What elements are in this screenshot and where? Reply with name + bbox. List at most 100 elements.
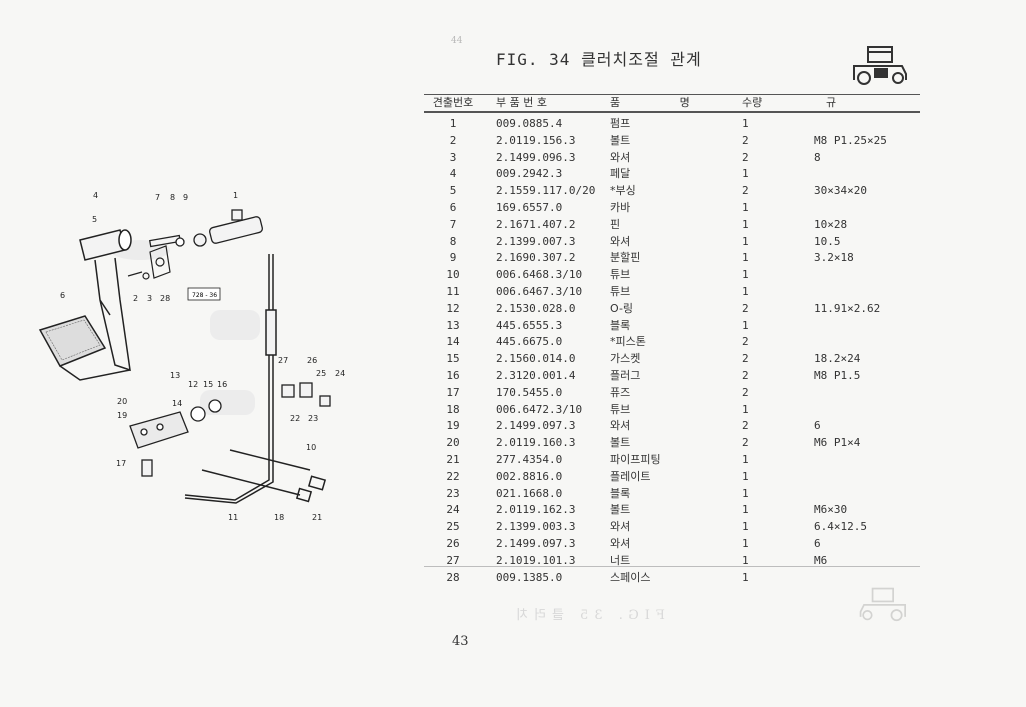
cell-spec: M8 P1.5 — [814, 368, 861, 382]
cell-qty: 1 — [742, 503, 749, 517]
cell-spec: 8 — [814, 150, 821, 164]
diagram-code-box — [187, 287, 221, 301]
master-cylinder-part — [148, 209, 263, 248]
cell-spec: 30×34×20 — [814, 184, 867, 198]
cell-no: 23 — [446, 486, 460, 500]
callout-28: 28 — [160, 294, 170, 303]
cell-spec — [800, 267, 920, 284]
table-top-rule — [424, 94, 920, 95]
callout-27: 27 — [278, 356, 288, 365]
cell-name: 파이프피팅 — [610, 452, 661, 466]
page-corner-mark: 44 — [451, 36, 463, 46]
cell-spec: 11.91×2.62 — [814, 301, 881, 315]
cell-qty: 1 — [742, 117, 749, 130]
cell-qty: 1 — [742, 284, 749, 298]
cell-qty: 1 — [742, 570, 749, 584]
cell-name: 와셔 — [610, 419, 631, 433]
page-number: 43 — [452, 634, 469, 649]
cell-spec — [800, 385, 920, 402]
cell-spec — [800, 166, 920, 183]
cell-qty: 1 — [742, 469, 749, 483]
callout-19: 19 — [117, 411, 127, 420]
cell-spec: 3.2×18 — [814, 251, 854, 265]
cell-qty: 1 — [742, 268, 749, 282]
cell-spec: M6 — [814, 553, 828, 567]
bleed-through-tractor-icon — [859, 587, 906, 622]
callout-8: 8 — [170, 193, 175, 202]
cell-no: 17 — [446, 385, 460, 399]
header-spec: 규 격 — [826, 96, 877, 109]
callout-26: 26 — [307, 356, 317, 365]
cell-no: 1 — [449, 117, 457, 130]
cell-no: 27 — [446, 553, 460, 567]
callout-3: 3 — [147, 294, 152, 303]
cell-part-no: 009.1385.0 — [496, 570, 563, 584]
tractor-icon — [853, 46, 907, 85]
cell-qty: 1 — [742, 402, 749, 416]
callout-21: 21 — [312, 513, 322, 522]
cell-name: 페달 — [610, 167, 631, 181]
cell-name: 블록 — [610, 486, 631, 500]
callout-16: 16 — [217, 380, 227, 389]
cell-part-no: 009.0885.4 — [496, 117, 563, 130]
cell-no: 24 — [446, 503, 460, 517]
cell-qty: 2 — [742, 368, 749, 382]
cell-name: 튜브 — [610, 284, 631, 298]
callout-1: 1 — [233, 191, 238, 200]
callout-2: 2 — [133, 294, 138, 303]
cell-part-no: 277.4354.0 — [496, 452, 563, 466]
cell-name: 스페이스 — [610, 570, 651, 584]
cell-no: 15 — [446, 352, 460, 366]
cell-qty: 2 — [742, 436, 749, 450]
cover-plate-part — [127, 245, 171, 280]
cell-name: 볼트 — [610, 436, 631, 450]
background-shading — [110, 240, 260, 415]
cell-name: 와셔 — [610, 150, 631, 164]
cell-no: 5 — [449, 184, 457, 198]
callout-20: 20 — [117, 397, 127, 406]
cell-qty: 1 — [742, 520, 749, 534]
cell-spec: 6 — [814, 419, 821, 433]
cell-spec — [800, 469, 920, 486]
cell-qty: 1 — [742, 318, 749, 332]
cell-qty: 2 — [742, 150, 749, 164]
cell-name: 가스켓 — [610, 352, 641, 366]
cell-no: 7 — [449, 217, 457, 231]
callout-10: 10 — [306, 443, 316, 452]
header-no: 견출번호 — [432, 96, 474, 109]
cell-spec — [800, 116, 920, 133]
cell-name: 핀 — [610, 217, 621, 231]
cell-part-no: 002.8816.0 — [496, 469, 563, 483]
cell-qty: 1 — [742, 217, 749, 231]
cell-spec: M6 P1×4 — [814, 436, 861, 450]
parts-table: 견출번호 부 품 번 호 품 명 수량 규 격 1009.0885.4펌프122… — [424, 94, 920, 586]
cell-spec: 6 — [814, 536, 821, 550]
callout-9: 9 — [183, 193, 188, 202]
table-header: 견출번호 부 품 번 호 품 명 수량 규 격 — [424, 95, 920, 111]
cell-qty: 1 — [742, 234, 749, 248]
clutch-pedal-part — [79, 229, 132, 372]
cell-part-no: 2.1019.101.3 — [496, 553, 576, 567]
cell-qty: 1 — [742, 167, 749, 181]
cell-spec — [800, 486, 920, 503]
cell-spec — [800, 200, 920, 217]
cell-part-no: 170.5455.0 — [496, 385, 563, 399]
cell-part-no: 445.6555.3 — [496, 318, 563, 332]
figure-title: FIG. 34 클러치조절 관계 — [496, 50, 702, 69]
callout-6: 6 — [60, 291, 65, 300]
cell-no: 26 — [446, 536, 460, 550]
cell-name: *부싱 — [610, 184, 636, 198]
cell-no: 25 — [446, 520, 460, 534]
cell-qty: 1 — [742, 251, 749, 265]
